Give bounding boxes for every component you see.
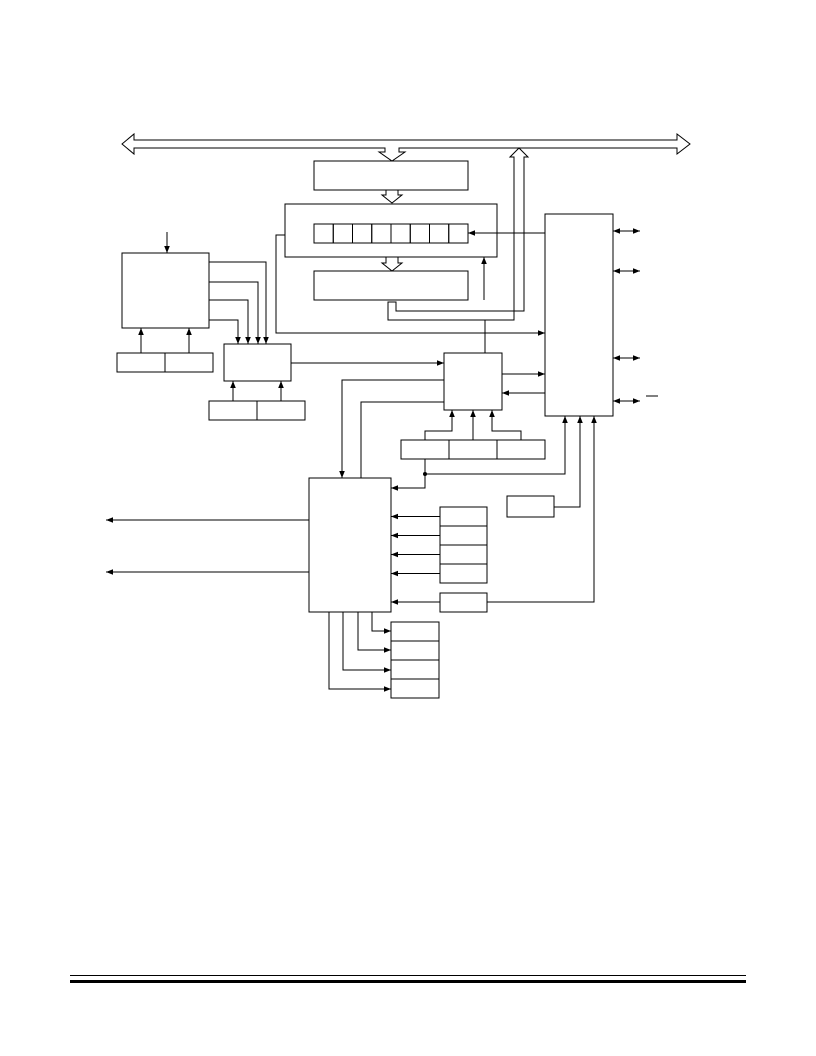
output-register [390, 621, 440, 642]
register-cell [429, 223, 450, 244]
register-cells [313, 223, 469, 244]
data-register [439, 525, 488, 546]
left-reg-a [116, 352, 166, 373]
single-register [439, 592, 488, 613]
peripheral-block [308, 477, 392, 613]
mux-reg-b [256, 400, 306, 421]
logic-reg-c [496, 439, 546, 460]
register-cell [390, 223, 411, 244]
hollow-arrow-down-2 [380, 256, 404, 272]
logic-block [443, 352, 503, 411]
control-block [544, 213, 614, 417]
data-register [439, 506, 488, 527]
lower-block [313, 270, 469, 301]
left-reg-b [164, 352, 214, 373]
logic-reg-b [448, 439, 498, 460]
data-register [439, 544, 488, 565]
output-register-stack [390, 621, 440, 699]
hollow-arrow-down-1 [380, 189, 404, 204]
output-register [390, 678, 440, 699]
register-cell [448, 223, 469, 244]
logic-reg-a [400, 439, 450, 460]
register-cell [371, 223, 392, 244]
left-upper-block [121, 252, 210, 329]
mux-block [223, 343, 292, 382]
footer-rule-thick [70, 980, 746, 983]
system-bus [121, 132, 691, 162]
output-register [390, 640, 440, 661]
data-register-stack [391, 506, 488, 584]
register-cell [332, 223, 353, 244]
register-cell [352, 223, 373, 244]
output-register [390, 659, 440, 680]
mux-reg-a [208, 400, 258, 421]
register-cell [409, 223, 430, 244]
upper-block [313, 160, 469, 191]
register-cell [313, 223, 334, 244]
side-register [506, 495, 555, 518]
bus-tap-hollow-arrow [387, 147, 530, 321]
data-register [439, 563, 488, 584]
footer-rule-thin [70, 975, 746, 976]
